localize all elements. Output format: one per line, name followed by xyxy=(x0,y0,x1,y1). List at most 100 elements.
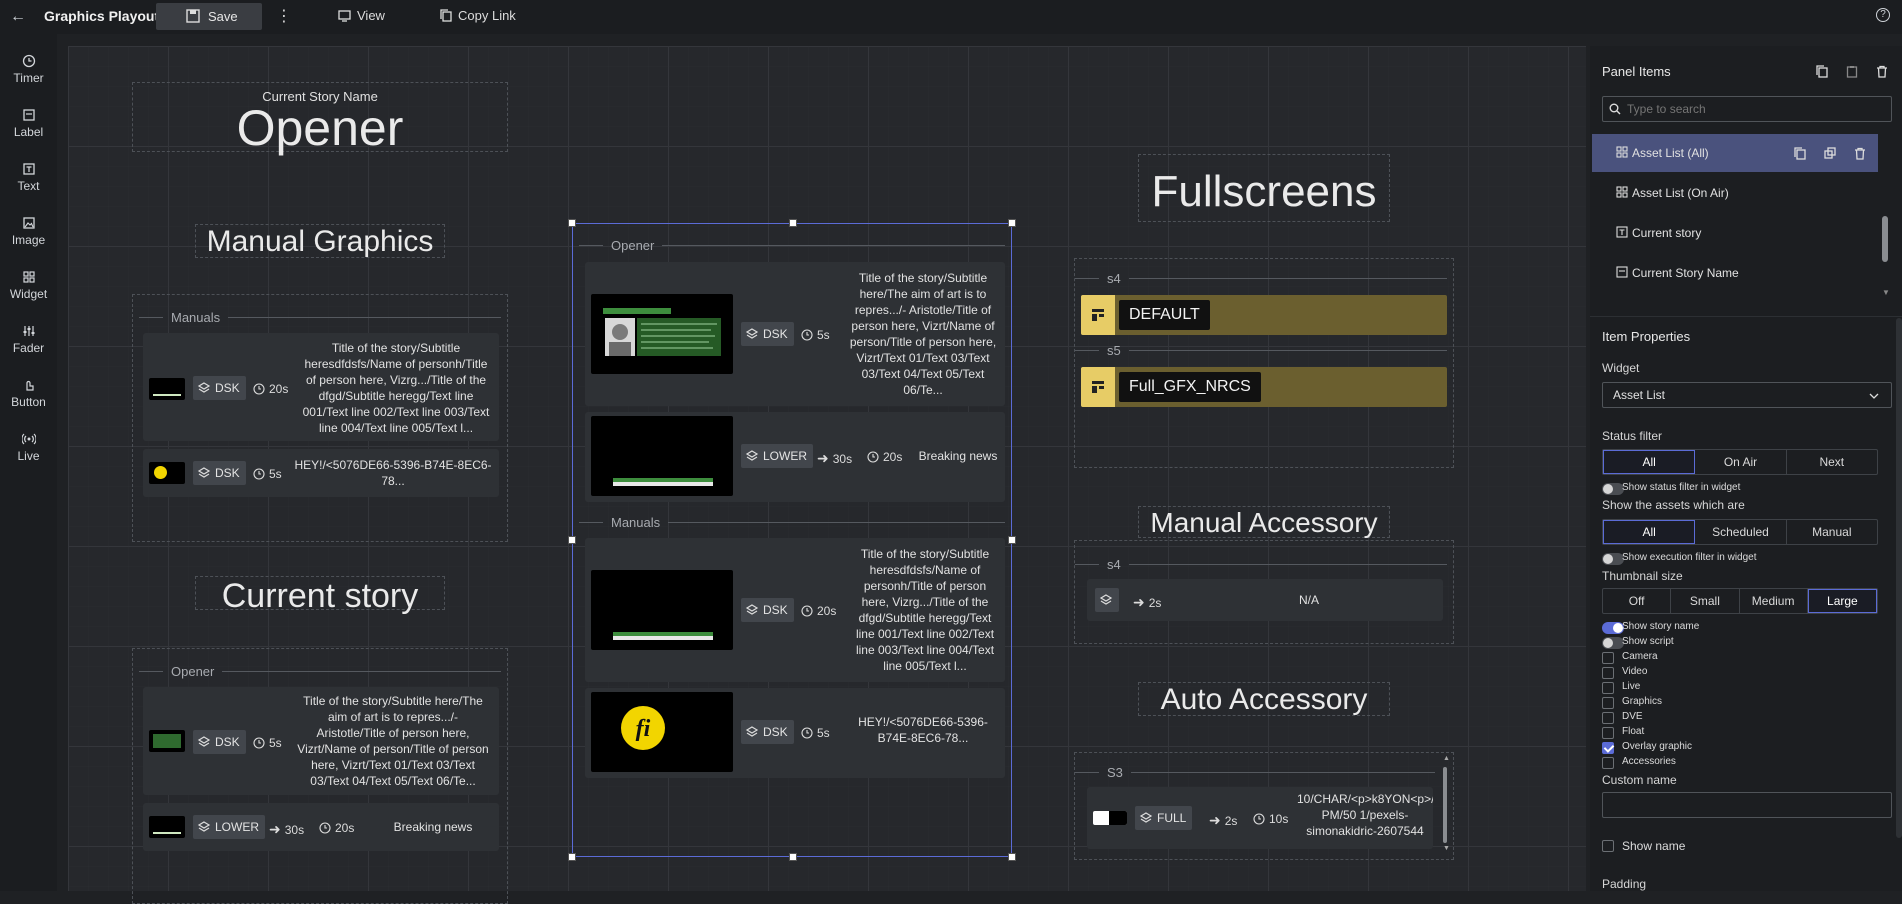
asset-card[interactable]: DSK 5s Title of the story/Subtitle here/… xyxy=(585,262,1005,406)
selected-asset-list-widget[interactable]: Opener DSK 5s Title of the st xyxy=(568,219,1016,861)
assets-filter-scheduled[interactable]: Scheduled xyxy=(1695,520,1787,544)
duration: 20s xyxy=(801,604,836,618)
manual-accessory-label-widget[interactable]: Manual Accessory xyxy=(1138,506,1390,538)
current-story-asset-list-widget[interactable]: Opener DSK 5s Title of the story/Subtitl… xyxy=(132,648,508,904)
sidebar-item-fader[interactable]: Fader xyxy=(0,324,57,355)
resize-handle[interactable] xyxy=(789,853,797,861)
duration-text: 20s xyxy=(335,821,355,835)
clock-icon xyxy=(1253,813,1265,825)
scrollbar[interactable]: ▲ ▼ xyxy=(1441,755,1450,855)
trash-icon[interactable] xyxy=(1876,65,1888,78)
scroll-down-icon[interactable]: ▼ xyxy=(1443,845,1450,852)
checkbox-dve[interactable] xyxy=(1602,712,1614,724)
assets-filter-all[interactable]: All xyxy=(1603,520,1696,544)
sidebar-item-text[interactable]: Text xyxy=(0,162,57,193)
checkbox-label: Video xyxy=(1622,666,1648,677)
show-story-name-toggle[interactable] xyxy=(1602,622,1624,634)
show-script-toggle[interactable] xyxy=(1602,637,1624,649)
panel-items-scrollbar-thumb[interactable] xyxy=(1882,216,1888,262)
manuals-asset-list-widget[interactable]: Manuals DSK 20s Title of the story/Subti… xyxy=(132,294,508,542)
asset-card[interactable]: fi DSK 5s HEY!/<5076DE66-5396-B74E-8EC6-… xyxy=(585,688,1005,778)
group-title-text: Manuals xyxy=(171,309,221,325)
fullscreens-asset-list-widget[interactable]: s4 DEFAULT s5 Full_GFX_NRCS xyxy=(1074,258,1454,468)
view-button[interactable]: View xyxy=(338,8,385,23)
widget-select[interactable]: Asset List xyxy=(1602,382,1892,408)
panel-item-current-story-name[interactable]: Current Story Name xyxy=(1592,254,1878,292)
copy-icon[interactable] xyxy=(1816,65,1828,78)
trash-icon[interactable] xyxy=(1854,147,1866,160)
scrollbar-thumb[interactable] xyxy=(1443,767,1447,843)
sidebar-item-widget[interactable]: Widget xyxy=(0,270,57,301)
custom-name-input[interactable] xyxy=(1602,792,1892,818)
current-story-name-widget[interactable]: Current Story Name Opener xyxy=(132,82,508,156)
asset-card[interactable]: DSK 20s Title of the story/Subtitle here… xyxy=(143,333,499,441)
thumbnail-size-medium[interactable]: Medium xyxy=(1740,589,1808,613)
sidebar-item-timer[interactable]: Timer xyxy=(0,54,57,85)
sidebar-item-live[interactable]: Live xyxy=(0,432,57,463)
sidebar-item-button[interactable]: Button xyxy=(0,378,57,409)
checkbox-float[interactable] xyxy=(1602,727,1614,739)
manual-graphics-label-widget[interactable]: Manual Graphics xyxy=(195,224,445,258)
status-filter-on-air[interactable]: On Air xyxy=(1695,450,1787,474)
asset-card[interactable]: LOWER ➜ 30s 20s Breaking news xyxy=(143,803,499,851)
back-arrow-icon[interactable]: ← xyxy=(10,8,26,25)
status-filter-next[interactable]: Next xyxy=(1819,455,1845,469)
search-input[interactable] xyxy=(1627,102,1891,116)
asset-card[interactable]: LOWER ➜ 30s 20s Breaking news xyxy=(585,412,1005,502)
current-story-label-widget[interactable]: Current story xyxy=(195,576,445,615)
thumbnail-size-off[interactable]: Off xyxy=(1603,589,1672,613)
checkbox-overlay-graphic[interactable] xyxy=(1602,742,1614,754)
panel-item-asset-list-all[interactable]: Asset List (All) xyxy=(1592,134,1878,172)
panel-items-search[interactable] xyxy=(1602,96,1892,122)
resize-handle[interactable] xyxy=(1008,853,1016,861)
checkbox-accessories[interactable] xyxy=(1602,757,1614,769)
auto-accessory-asset-list-widget[interactable]: S3 FULL ➜ 2s 10s 10/CHAR/<p>k8YON<p>/1:5… xyxy=(1074,752,1454,860)
scroll-up-icon[interactable]: ▲ xyxy=(1443,755,1450,762)
thumbnail-size-large[interactable]: Large xyxy=(1807,589,1877,613)
checkbox-video[interactable] xyxy=(1602,667,1614,679)
copy-icon[interactable] xyxy=(1794,147,1806,160)
asset-card[interactable]: DSK 5s Title of the story/Subtitle here/… xyxy=(143,687,499,795)
save-button[interactable]: Save xyxy=(156,3,262,30)
fullscreen-asset-default[interactable]: DEFAULT xyxy=(1081,295,1447,335)
asset-card[interactable]: DSK 20s Title of the story/Subtitle here… xyxy=(585,538,1005,682)
thumbnail-size-small[interactable]: Small xyxy=(1671,589,1740,613)
copy-link-button[interactable]: Copy Link xyxy=(440,8,516,23)
checkbox-graphics[interactable] xyxy=(1602,697,1614,709)
more-vertical-icon[interactable]: ⋮ xyxy=(276,8,292,25)
paste-icon[interactable] xyxy=(1846,65,1858,78)
resize-handle[interactable] xyxy=(1008,536,1016,544)
asset-card[interactable]: ➜ 2s N/A xyxy=(1087,579,1443,621)
panel-item-asset-list-on-air[interactable]: Asset List (On Air) xyxy=(1592,174,1878,212)
manual-accessory-asset-list-widget[interactable]: s4 ➜ 2s N/A xyxy=(1074,540,1454,644)
show-execution-filter-toggle[interactable] xyxy=(1602,553,1624,565)
fullscreen-asset-full-gfx[interactable]: Full_GFX_NRCS xyxy=(1081,367,1447,407)
checkbox-show-name[interactable] xyxy=(1602,840,1614,852)
show-status-filter-toggle[interactable] xyxy=(1602,483,1624,495)
assets-filter-manual[interactable]: Manual xyxy=(1812,525,1852,539)
layer-badge: DSK xyxy=(193,461,246,485)
in-time: ➜ 30s xyxy=(817,450,852,467)
asset-description: HEY!/<5076DE66-5396-B74E-8EC6-78... xyxy=(858,715,988,745)
checkbox-camera[interactable] xyxy=(1602,652,1614,664)
help-icon[interactable]: ? xyxy=(1876,8,1890,22)
scroll-down-icon[interactable]: ▼ xyxy=(1882,288,1890,297)
resize-handle[interactable] xyxy=(568,219,576,227)
status-filter-all[interactable]: All xyxy=(1603,450,1696,474)
panel-item-current-story[interactable]: Current story xyxy=(1592,214,1878,252)
sidebar-item-label: Label xyxy=(13,125,44,139)
resize-handle[interactable] xyxy=(789,219,797,227)
asset-card[interactable]: FULL ➜ 2s 10s 10/CHAR/<p>k8YON<p>/1:54:3… xyxy=(1087,787,1433,849)
asset-card[interactable]: DSK 5s HEY!/<5076DE66-5396-B74E-8EC6-78.… xyxy=(143,449,499,497)
properties-scrollbar[interactable] xyxy=(1896,318,1902,838)
duplicate-icon[interactable] xyxy=(1824,147,1836,160)
resize-handle[interactable] xyxy=(568,853,576,861)
sidebar-item-label-widget[interactable]: Label xyxy=(0,108,57,139)
fullscreens-label-widget[interactable]: Fullscreens xyxy=(1138,154,1390,222)
auto-accessory-label-widget[interactable]: Auto Accessory xyxy=(1138,682,1390,716)
resize-handle[interactable] xyxy=(1008,219,1016,227)
layout-canvas[interactable]: Current Story Name Opener Manual Graphic… xyxy=(68,46,1586,904)
sidebar-item-image[interactable]: Image xyxy=(0,216,57,247)
checkbox-live[interactable] xyxy=(1602,682,1614,694)
resize-handle[interactable] xyxy=(568,536,576,544)
